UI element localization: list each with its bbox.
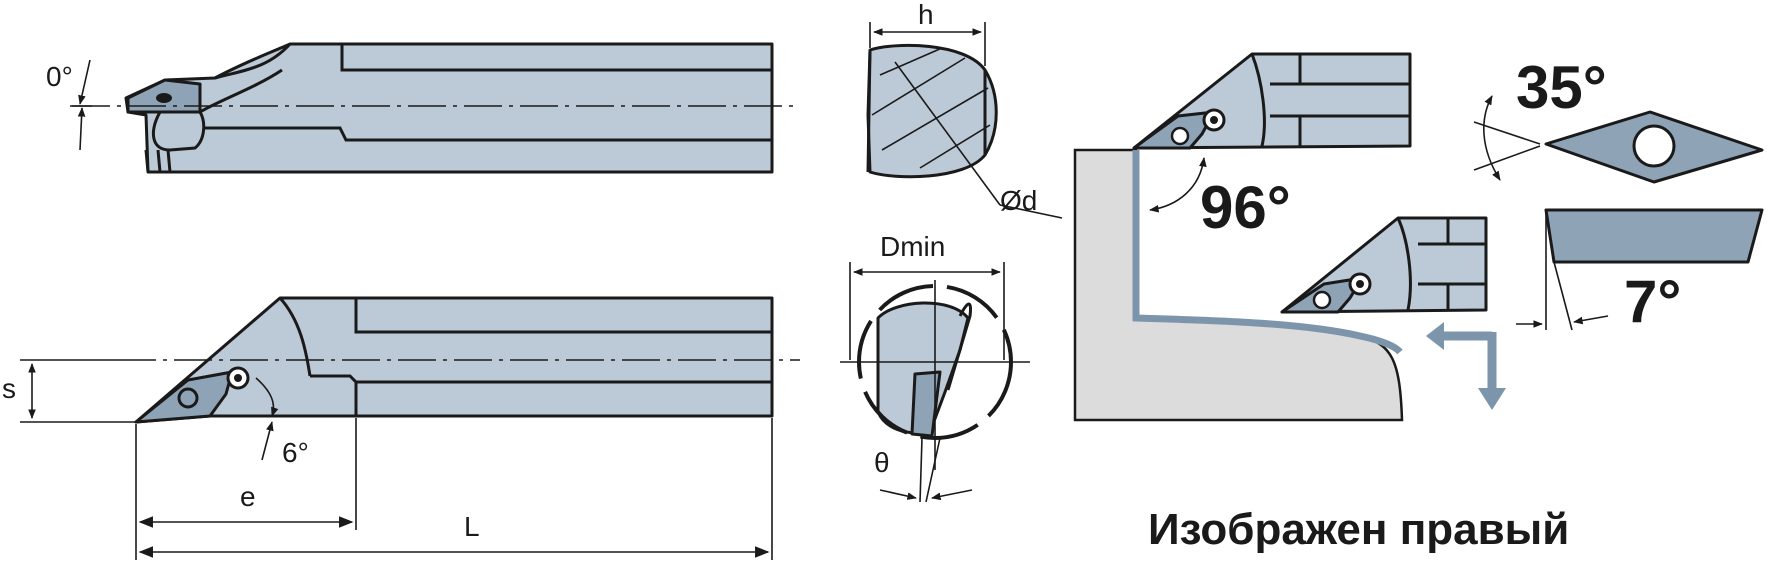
insert-side-view	[1544, 208, 1764, 331]
angle-top-view-label: 0°	[46, 61, 73, 92]
dim-h-label: h	[918, 0, 934, 30]
workpiece	[1073, 148, 1404, 422]
dimension-d-leader	[999, 204, 1063, 219]
insert-angle-35-marker	[1473, 95, 1541, 181]
dimension-s	[20, 359, 136, 423]
chip-flow-arrows	[1426, 322, 1506, 410]
dim-s-label: s	[2, 373, 16, 404]
dim-L-label: L	[464, 511, 480, 542]
dimension-theta	[879, 437, 973, 503]
caption-right-hand: Изображен правый	[1148, 505, 1569, 554]
dim-d-label: Ød	[1000, 185, 1037, 216]
top-view-zero-angle-marker	[70, 59, 92, 151]
dimension-L	[138, 418, 773, 560]
angle-insert-label: 35°	[1516, 54, 1607, 121]
dimension-h	[869, 22, 986, 66]
shank-cross-section	[866, 43, 1001, 206]
approach-angle-marker	[1149, 157, 1207, 213]
dim-e-label: e	[240, 481, 256, 512]
boring-bar-position-1	[1132, 52, 1412, 150]
angle-approach-label: 96°	[1200, 174, 1291, 241]
boring-bar-position-2	[1280, 216, 1488, 314]
angle-side-view-label: 6°	[282, 437, 309, 468]
dimension-e	[135, 418, 357, 560]
dimension-dmin	[849, 262, 1005, 360]
insert-clearance-marker	[1516, 315, 1609, 328]
min-bore-cross-section	[840, 280, 1030, 470]
angle-clearance-label: 7°	[1624, 268, 1681, 335]
dim-theta-label: θ	[874, 447, 890, 478]
side-view-six-degree-marker	[255, 377, 279, 461]
insert-top-view	[1544, 110, 1764, 184]
dim-dmin-label: Dmin	[880, 231, 945, 262]
top-view-bar	[124, 42, 774, 174]
